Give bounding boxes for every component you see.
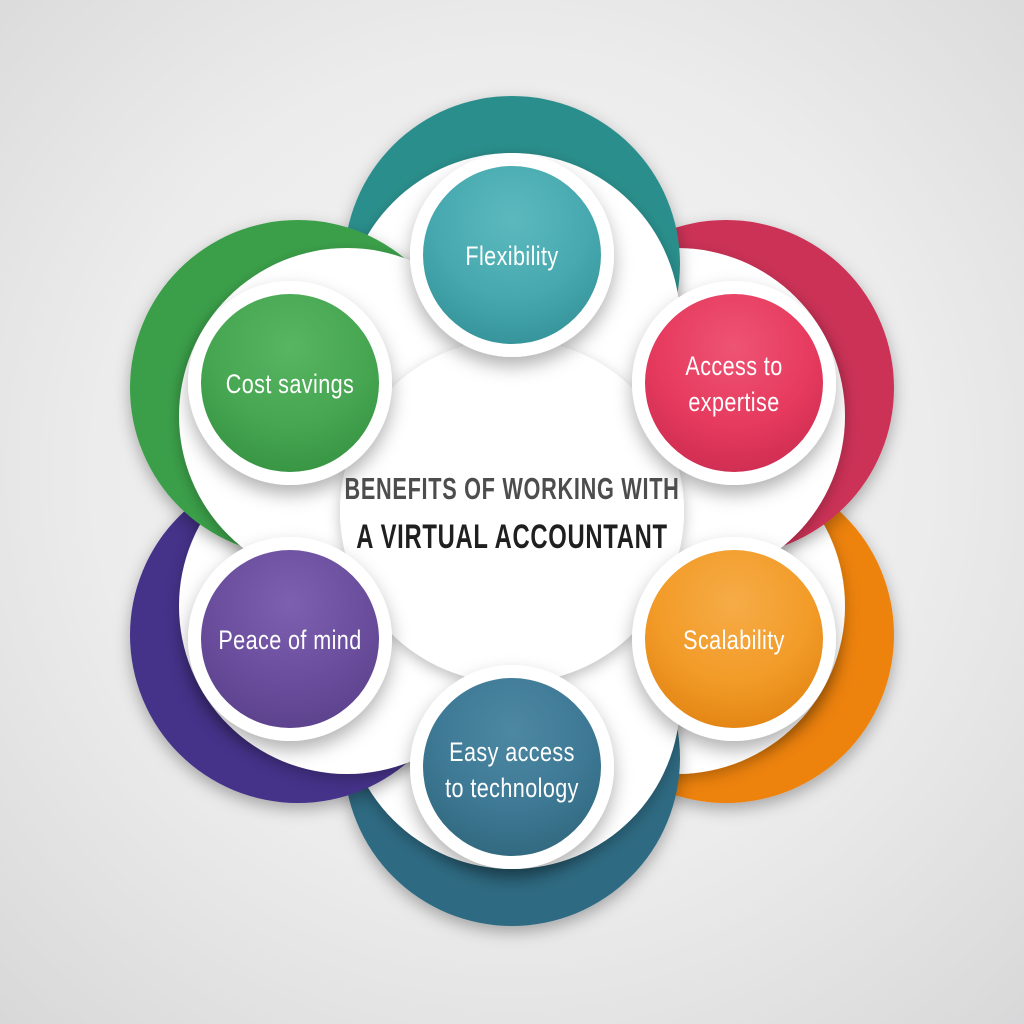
node-expertise [632,281,836,485]
node-peace [188,537,392,741]
petal-label-cost: Cost savings [225,369,355,399]
node-technology [410,665,614,869]
node-scalability [632,537,836,741]
petal-label-flexibility: Flexibility [465,241,559,271]
diagram-title: BENEFITS OF WORKING WITH A VIRTUAL ACCOU… [344,471,679,557]
inner-circle-expertise [645,294,823,472]
node-flexibility [410,153,614,357]
inner-circle-flexibility [423,166,601,344]
center-white-circle [340,339,684,683]
title-line-2: A VIRTUAL ACCOUNTANT [356,518,668,556]
inner-circle-peace [201,550,379,728]
inner-circle-scalability [645,550,823,728]
petal-label-peace: Peace of mind [218,625,362,655]
inner-circle-technology [423,678,601,856]
title-line-1: BENEFITS OF WORKING WITH [344,471,680,506]
petal-label-scalability: Scalability [683,625,785,655]
node-cost [188,281,392,485]
inner-circle-cost [201,294,379,472]
